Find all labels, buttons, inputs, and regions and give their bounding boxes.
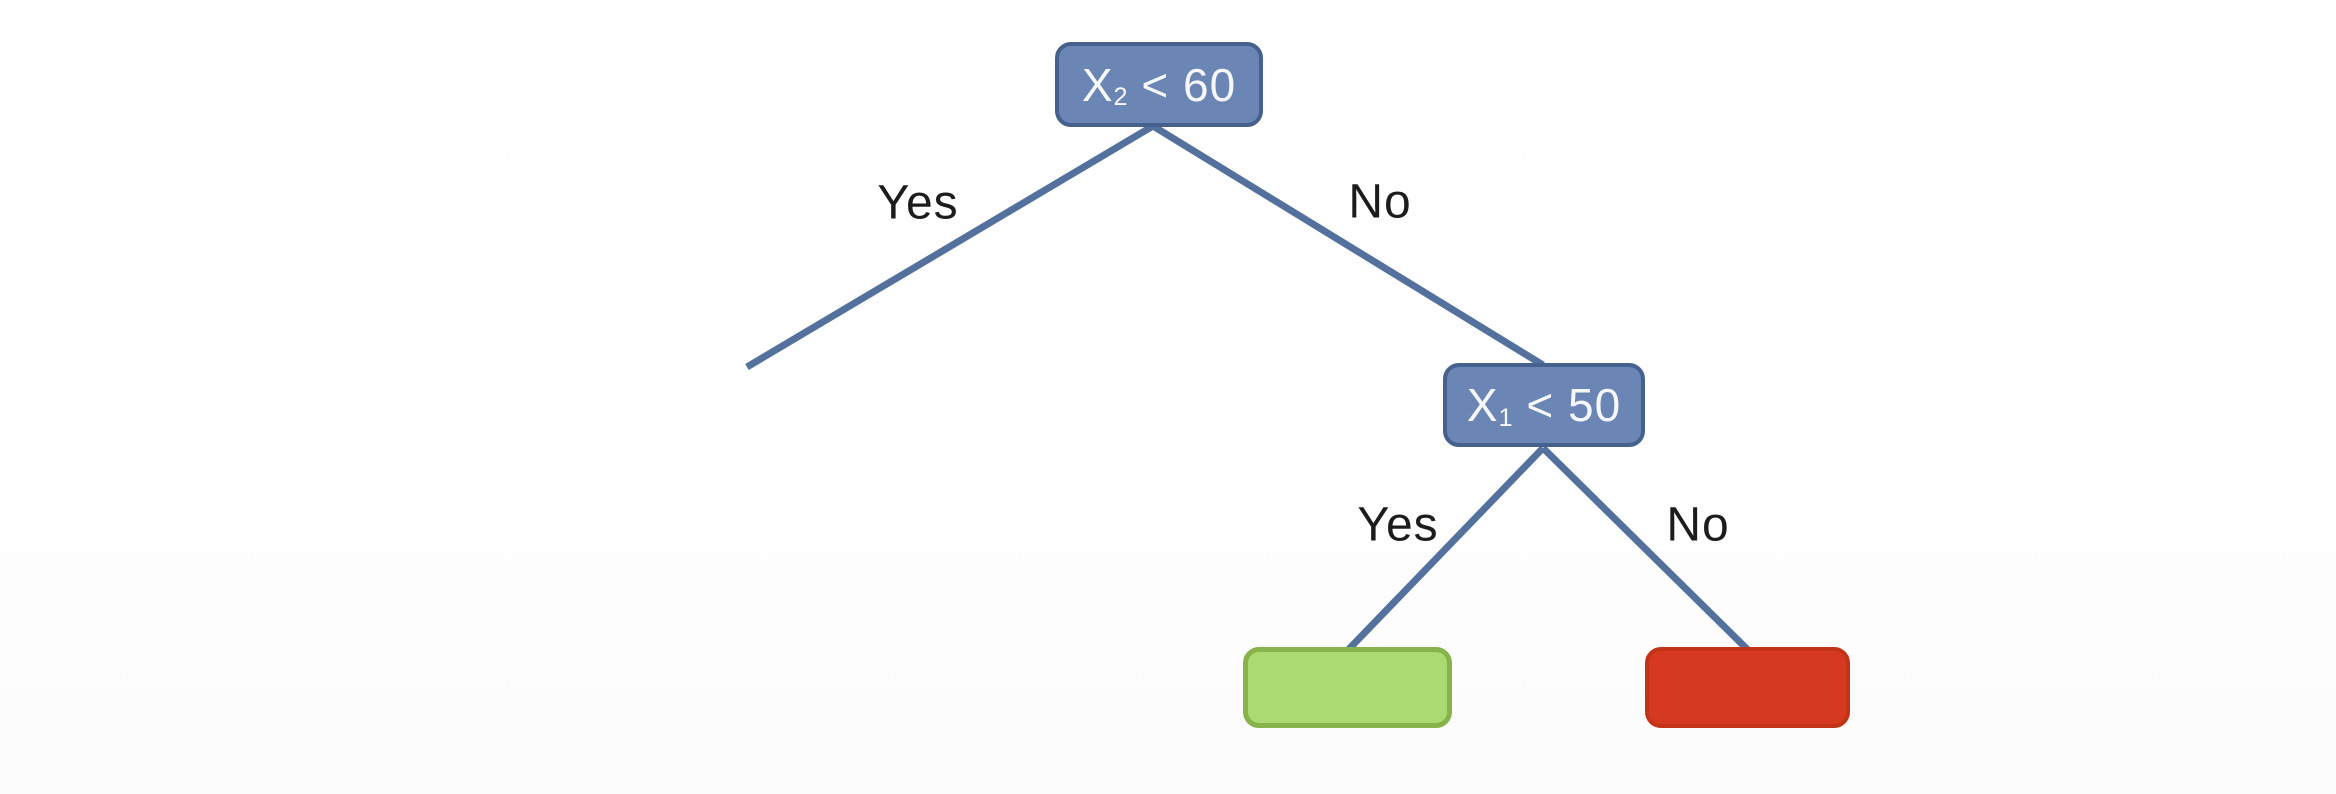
node-x1-label: X1 < 50	[1467, 378, 1621, 432]
node-root-label: X2 < 60	[1082, 58, 1236, 112]
node-root-variable: X	[1081, 58, 1114, 111]
leaf-node-yes-outcome	[1243, 647, 1452, 728]
edge-label-root-no: No	[1348, 175, 1412, 229]
edge-root-no-line	[1151, 123, 1545, 368]
edge-label-root-yes: Yes	[877, 176, 959, 230]
node-x1-variable: X	[1466, 379, 1499, 431]
node-x1-condition: < 50	[1512, 379, 1622, 431]
node-root-condition: < 60	[1127, 58, 1237, 111]
edge-x1-no-line	[1540, 445, 1751, 653]
decision-node-root: X2 < 60	[1055, 42, 1263, 127]
edge-label-x1-yes: Yes	[1357, 498, 1439, 552]
decision-node-x1: X1 < 50	[1443, 363, 1645, 447]
edge-label-x1-no: No	[1666, 498, 1730, 552]
edge-x1-yes-line	[1345, 445, 1546, 653]
leaf-node-no-outcome	[1645, 647, 1850, 728]
node-root-subscript: 2	[1113, 83, 1128, 112]
edge-root-yes-line	[745, 122, 1155, 371]
node-x1-subscript: 1	[1498, 403, 1513, 432]
